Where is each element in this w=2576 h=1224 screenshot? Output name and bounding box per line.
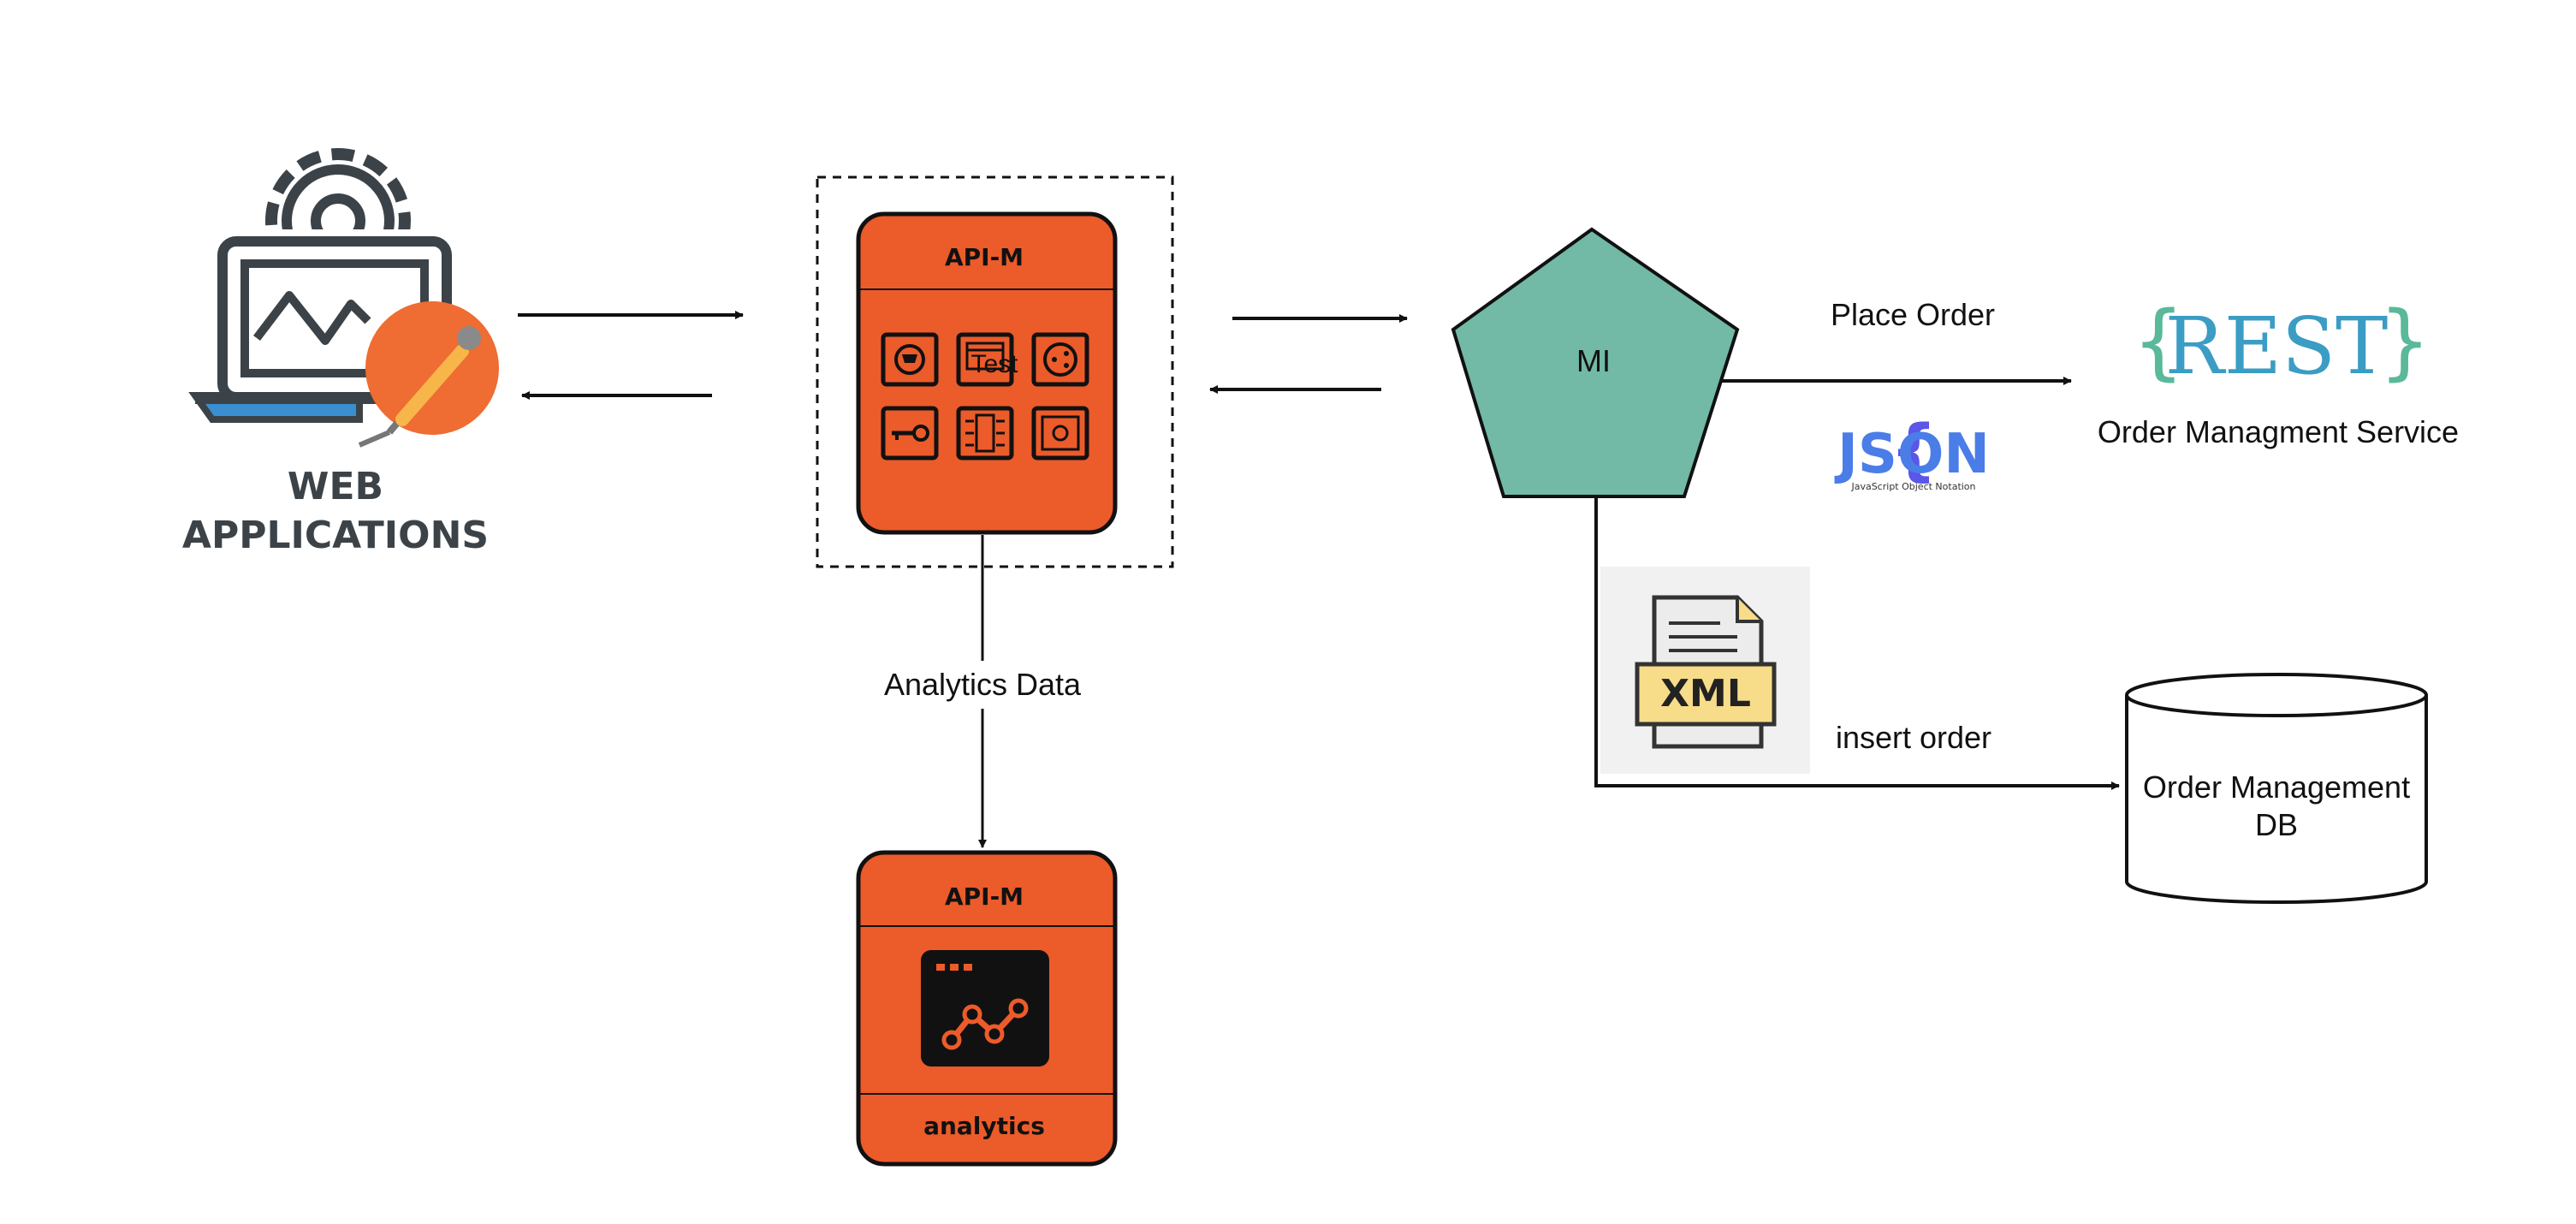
analytics-data-label: Analytics Data	[884, 667, 1082, 702]
rest-logo-open-brace: {	[2134, 294, 2183, 389]
svg-text:XML: XML	[1660, 672, 1751, 716]
settings-board-icon	[1031, 406, 1089, 460]
json-logo: { JSON JavaScript Object Notation	[1834, 412, 1990, 492]
gateway-selection-box[interactable]	[816, 175, 1174, 568]
web-apps-line1: WEB	[288, 465, 383, 508]
db-label-line1: Order Management	[2143, 769, 2410, 805]
arrow-mi-to-db	[1594, 496, 2120, 790]
analytics-card-footer: analytics	[923, 1112, 1045, 1140]
place-order-label: Place Order	[1831, 297, 1995, 332]
mi-label: MI	[1576, 343, 1611, 378]
db-label-line2: DB	[2255, 807, 2298, 842]
mi-node[interactable]: MI	[1451, 227, 1740, 498]
web-apps-line2: APPLICATIONS	[182, 514, 489, 557]
gateway-overlay-text: Test	[970, 350, 1018, 378]
rest-logo-close-brace: }	[2380, 294, 2430, 389]
key-icon	[881, 406, 939, 460]
xml-file-icon: XML	[1600, 567, 1810, 774]
cart-icon	[881, 332, 939, 387]
svg-text:JSON: JSON	[1834, 423, 1990, 486]
rest-service-node[interactable]: { REST } Order Managment Service	[2098, 294, 2459, 449]
browser-icon	[956, 332, 1014, 387]
share-icon	[1031, 332, 1089, 387]
gateway-title: API-M	[945, 243, 1024, 271]
analytics-card-title: API-M	[945, 882, 1024, 911]
svg-text:JavaScript Object Notation: JavaScript Object Notation	[1850, 481, 1975, 492]
api-gateway-card[interactable]: API-M	[856, 211, 1118, 535]
api-analytics-card[interactable]: API-M analytics	[856, 850, 1118, 1167]
web-applications-node: WEB APPLICATIONS	[182, 148, 499, 557]
postman-icon	[358, 301, 499, 448]
svg-text:{: {	[1890, 412, 1938, 489]
order-db-node[interactable]: Order Management DB	[2125, 673, 2428, 904]
traffic-icon	[956, 406, 1014, 460]
insert-order-label: insert order	[1836, 720, 1991, 755]
rest-service-label: Order Managment Service	[2098, 414, 2459, 449]
rest-logo-text: REST	[2165, 300, 2389, 392]
analytics-chart-icon	[921, 950, 1049, 1067]
